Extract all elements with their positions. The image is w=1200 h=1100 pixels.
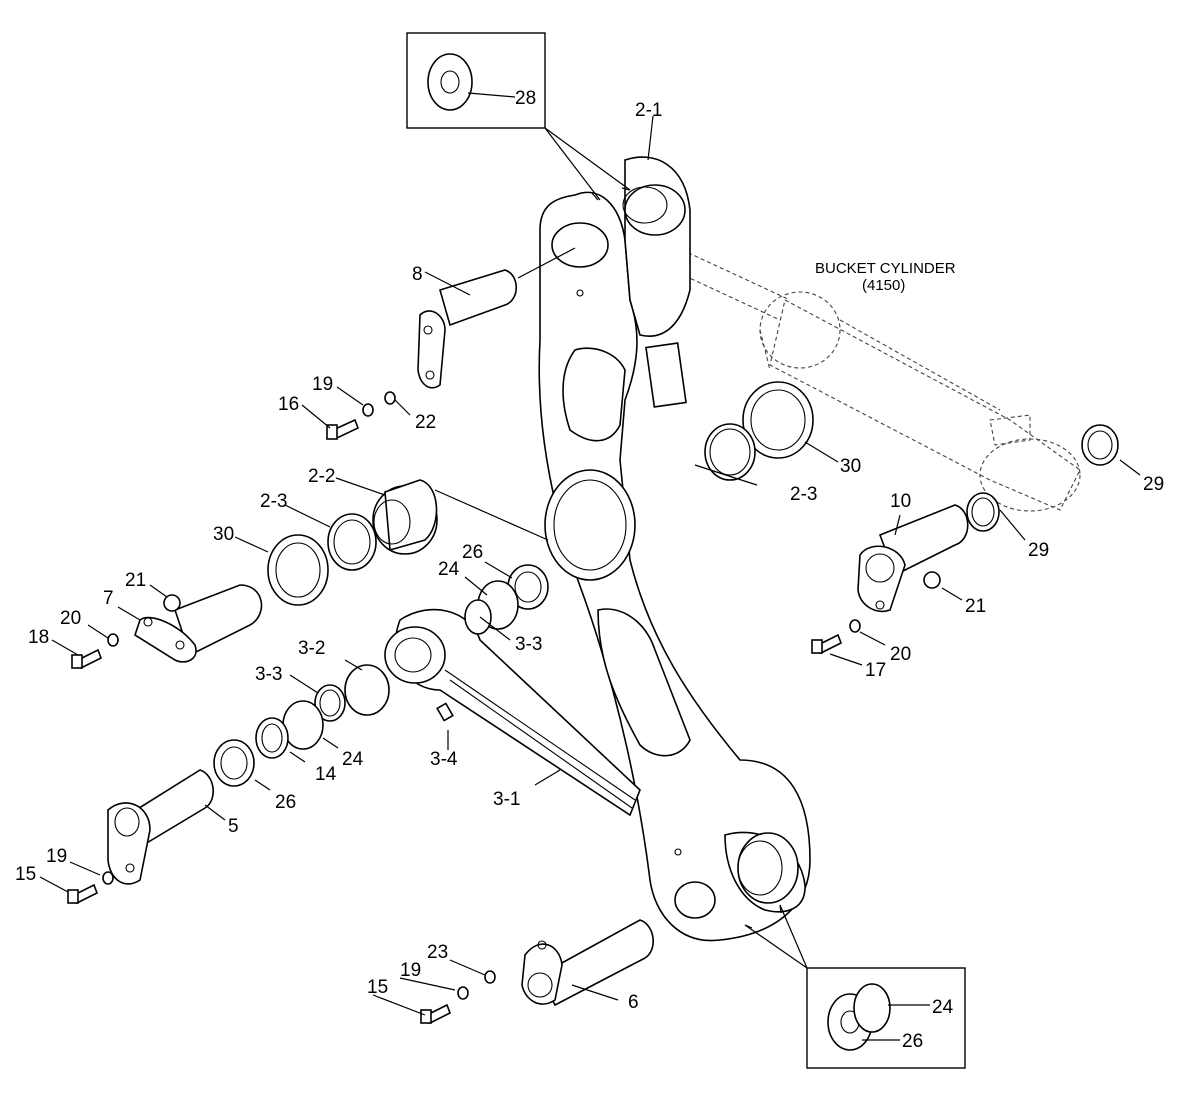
callout-21b: 21 bbox=[125, 570, 146, 591]
callout-29b: 29 bbox=[1028, 540, 1049, 561]
pin-8 bbox=[417, 269, 518, 389]
callout-5: 5 bbox=[228, 816, 239, 837]
pin-10 bbox=[857, 504, 969, 612]
pin-6 bbox=[521, 919, 654, 1007]
callout-3-1: 3-1 bbox=[493, 789, 520, 810]
callout-26b: 26 bbox=[275, 792, 296, 813]
bucket-cylinder-ghost bbox=[639, 234, 1081, 512]
callout-21a: 21 bbox=[965, 596, 986, 617]
main-lever bbox=[538, 156, 811, 942]
callout-22: 22 bbox=[415, 412, 436, 433]
callout-2-2: 2-2 bbox=[308, 466, 335, 487]
callout-23: 23 bbox=[427, 942, 448, 963]
callout-24b: 24 bbox=[342, 749, 364, 770]
callout-24c: 24 bbox=[932, 997, 954, 1018]
inset-box-bottom bbox=[806, 967, 966, 1069]
callout-6: 6 bbox=[628, 992, 639, 1013]
callout-2-3a: 2-3 bbox=[260, 491, 287, 512]
callout-2-1: 2-1 bbox=[635, 100, 662, 121]
callout-2-3b: 2-3 bbox=[790, 484, 817, 505]
callout-3-3b: 3-3 bbox=[255, 664, 282, 685]
callout-14: 14 bbox=[315, 764, 337, 785]
callout-16: 16 bbox=[278, 394, 299, 415]
callout-10: 10 bbox=[890, 491, 911, 512]
callout-labels: 28 2-1 8 19 16 22 2-2 2-3 30 2-3 30 29 2… bbox=[15, 88, 1164, 1052]
callout-3-2: 3-2 bbox=[298, 638, 325, 659]
callout-19a: 19 bbox=[312, 374, 333, 395]
callout-15a: 15 bbox=[15, 864, 36, 885]
callout-28: 28 bbox=[515, 88, 536, 109]
fasteners bbox=[67, 391, 941, 1025]
cylinder-label: BUCKET CYLINDER bbox=[815, 260, 956, 277]
pin-5 bbox=[107, 769, 214, 885]
bushings-and-washers bbox=[213, 381, 1119, 904]
pin-7 bbox=[134, 584, 263, 663]
callout-20a: 20 bbox=[890, 644, 911, 665]
callout-30b: 30 bbox=[840, 456, 861, 477]
callout-3-3a: 3-3 bbox=[515, 634, 542, 655]
callout-17: 17 bbox=[865, 660, 886, 681]
link-3-1 bbox=[384, 608, 641, 817]
callout-30a: 30 bbox=[213, 524, 234, 545]
inset-box-top bbox=[406, 32, 546, 129]
leader-lines bbox=[39, 115, 1141, 1016]
callout-8: 8 bbox=[412, 264, 423, 285]
callout-29a: 29 bbox=[1143, 474, 1164, 495]
callout-26c: 26 bbox=[902, 1031, 923, 1052]
callout-19c: 19 bbox=[400, 960, 421, 981]
callout-18: 18 bbox=[28, 627, 49, 648]
callout-20b: 20 bbox=[60, 608, 81, 629]
callout-3-4: 3-4 bbox=[430, 749, 458, 770]
cylinder-ref: (4150) bbox=[862, 277, 905, 294]
callout-26a: 26 bbox=[462, 542, 483, 563]
callout-15b: 15 bbox=[367, 977, 388, 998]
callout-24a: 24 bbox=[438, 559, 460, 580]
callout-7: 7 bbox=[103, 588, 114, 609]
callout-19b: 19 bbox=[46, 846, 67, 867]
